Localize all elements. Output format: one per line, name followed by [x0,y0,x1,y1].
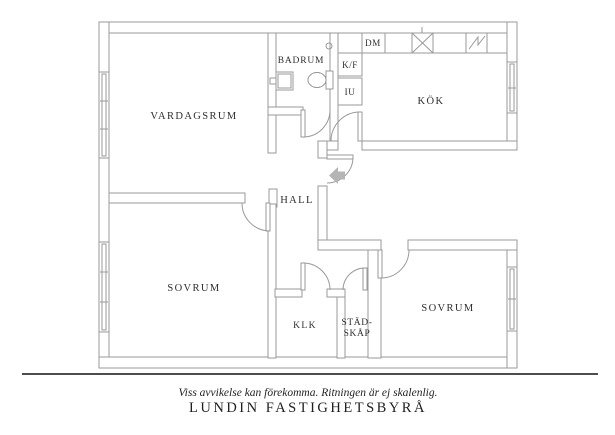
label-sovrum-left: SOVRUM [167,283,220,294]
door-bathroom [300,109,331,138]
wall-segment [108,192,246,204]
wall-segment [267,32,277,154]
door-leaf [300,109,306,138]
wall-segment [267,106,304,116]
label-vardagsrum: VARDAGSRUM [150,111,237,122]
windows [98,61,518,333]
label-badrum: BADRUM [278,56,325,66]
stove-icon [468,35,486,50]
iu-appliance-box [337,77,363,106]
door-leaf [357,111,363,142]
door-bedroom-right [377,249,410,279]
sink-icon [411,27,434,54]
door-leaf [326,154,354,160]
footer-agency: LUNDIN FASTIGHETSBYRÅ [189,400,427,416]
wall-segment [407,239,518,251]
door-leaf [265,202,271,232]
footer-rule [22,373,598,375]
bathroom-fixtures [269,42,334,91]
wall-segment [361,140,518,151]
toilet-icon [307,70,334,90]
door-arc [302,262,331,291]
door-arc [342,267,366,291]
label-stadskap-2: SKÅP [344,327,371,339]
kitchen-counter [361,32,508,54]
door-leaf [362,267,368,291]
window-bedroom-right [506,266,518,332]
door-bedroom-left [241,202,271,232]
label-stadskap-1: STÄD- [342,316,373,328]
wall-segment [98,21,518,34]
door-klk [300,262,331,291]
door-leaf [300,262,306,291]
vent-icon [325,42,333,50]
label-sovrum-right: SOVRUM [421,303,474,314]
door-arc [302,109,331,138]
footer-disclaimer: Viss avvikelse kan förekomma. Ritningen … [178,387,437,399]
window-bedroom-left [98,241,110,333]
footer: Viss avvikelse kan förekomma. Ritningen … [22,373,598,416]
wall-segment [317,239,382,251]
label-kf: K/F [342,60,358,70]
door-entry [326,154,354,184]
door-arc [330,111,361,142]
wall-segment [317,140,328,159]
wall-segment [326,288,346,298]
label-dm: DM [365,38,381,48]
fridge-freezer-box [337,52,363,77]
label-kok: KÖK [418,95,445,107]
door-stadskap [342,267,368,291]
door-arc [326,156,354,184]
washbasin-icon [269,71,294,91]
label-iu: IU [345,87,356,97]
wall-segment [274,288,303,298]
door-arc [380,249,410,279]
label-hall: HALL [280,195,314,206]
door-kitchen [330,111,363,142]
entry-arrow-icon [329,167,345,184]
window-living-room [98,71,110,159]
door-leaf [377,249,383,279]
room-labels: VARDAGSRUM BADRUM KÖK HALL SOVRUM SOVRUM… [150,38,474,339]
doors [241,109,410,291]
window-kitchen [506,61,518,114]
wall-segment [98,356,518,369]
kitchen-fixtures [337,27,508,106]
wall-segment [336,296,346,359]
label-klk: KLK [293,321,317,331]
wall-segment [267,203,277,359]
door-arc [241,202,271,232]
